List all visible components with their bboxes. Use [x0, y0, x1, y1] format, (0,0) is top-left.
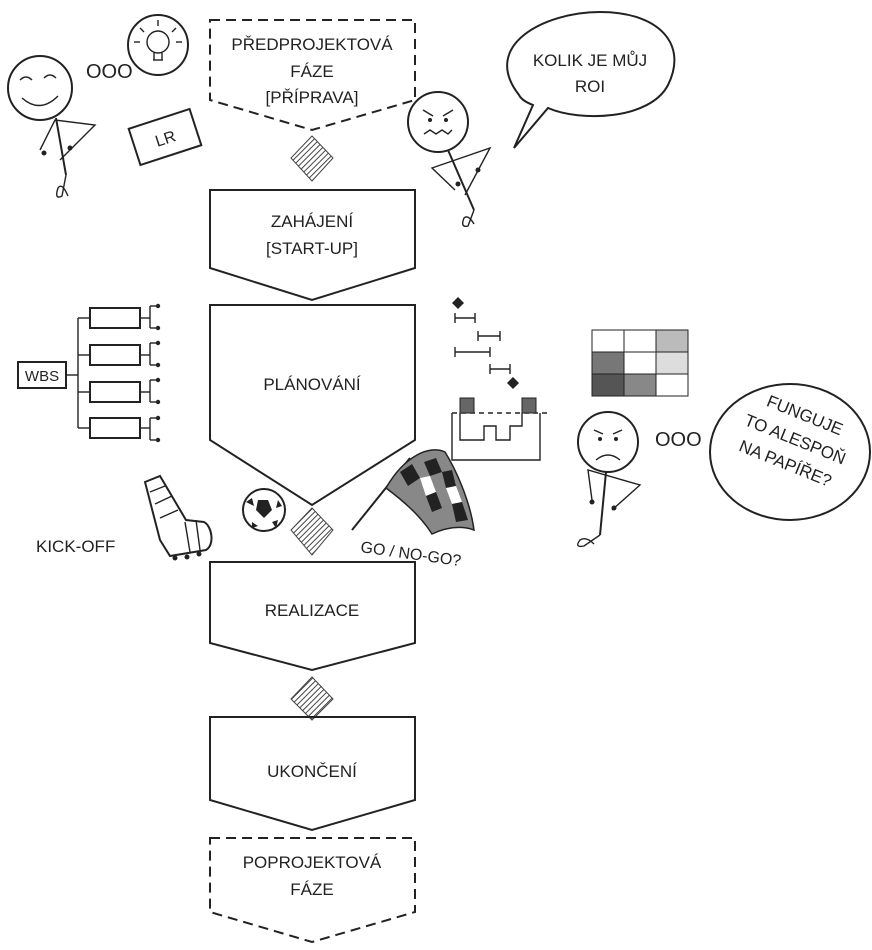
- phase-start-up: ZAHÁJENÍ [START-UP]: [209, 189, 416, 302]
- phase-plan-line-1: PLÁNOVÁNÍ: [263, 375, 361, 394]
- phase-pre-project: PŘEDPROJEKTOVÁ FÁZE [PŘÍPRAVA]: [209, 19, 416, 132]
- lr-card: LR: [127, 107, 203, 167]
- phase-start-line-2: [START-UP]: [266, 239, 358, 258]
- kicking-leg-icon: [143, 474, 213, 561]
- gate-diamond-1: [290, 135, 334, 182]
- gate-diamond-2: [290, 507, 334, 556]
- wbs-label: WBS: [25, 368, 59, 385]
- thought-bubbles-left: OOO: [86, 61, 133, 83]
- phase-pre-line-2: FÁZE: [290, 62, 333, 81]
- phase-realization: REALIZACE: [209, 561, 416, 672]
- roi-line-1: KOLIK JE MŮJ: [533, 51, 647, 70]
- phase-pre-line-1: PŘEDPROJEKTOVÁ: [231, 35, 393, 54]
- checkered-flag-icon: [351, 449, 475, 535]
- gantt-chart-icon: [452, 297, 519, 389]
- phase-closing: UKONČENÍ: [209, 716, 416, 832]
- lightbulb-icon: [127, 14, 189, 76]
- go-nogo-label: GO / NO-GO?: [359, 539, 462, 570]
- phase-planning: PLÁNOVÁNÍ: [209, 304, 416, 507]
- phase-real-line-1: REALIZACE: [265, 601, 359, 620]
- lr-label: LR: [153, 128, 178, 150]
- phase-post-line-2: FÁZE: [290, 880, 333, 899]
- phase-post-line-1: POPROJEKTOVÁ: [243, 853, 382, 872]
- worried-figure-icon: OOO: [577, 411, 702, 548]
- phase-end-line-1: UKONČENÍ: [267, 762, 357, 781]
- phase-start-line-1: ZAHÁJENÍ: [271, 212, 353, 231]
- roi-line-2: ROI: [575, 77, 605, 96]
- kickoff-label: KICK-OFF: [36, 537, 115, 556]
- matrix-grid-icon: [591, 329, 689, 397]
- football-icon: [242, 488, 286, 532]
- thought-ooo-right: OOO: [655, 429, 702, 451]
- wbs-tree-icon: WBS: [17, 303, 161, 443]
- phase-pre-line-3: [PŘÍPRAVA]: [266, 88, 359, 107]
- resource-chart-icon: [451, 397, 548, 461]
- angry-figure-icon: [407, 91, 492, 228]
- speech-bubble-roi: KOLIK JE MŮJ ROI: [506, 10, 676, 149]
- phase-post-project: POPROJEKTOVÁ FÁZE: [209, 837, 416, 944]
- happy-figure-icon: [7, 55, 97, 198]
- thought-bubble-paper: FUNGUJE TO ALESPOŇ NA PAPÍŘE?: [709, 383, 871, 521]
- gate-diamond-3: [290, 676, 334, 721]
- thought-ooo-left: OOO: [86, 61, 133, 83]
